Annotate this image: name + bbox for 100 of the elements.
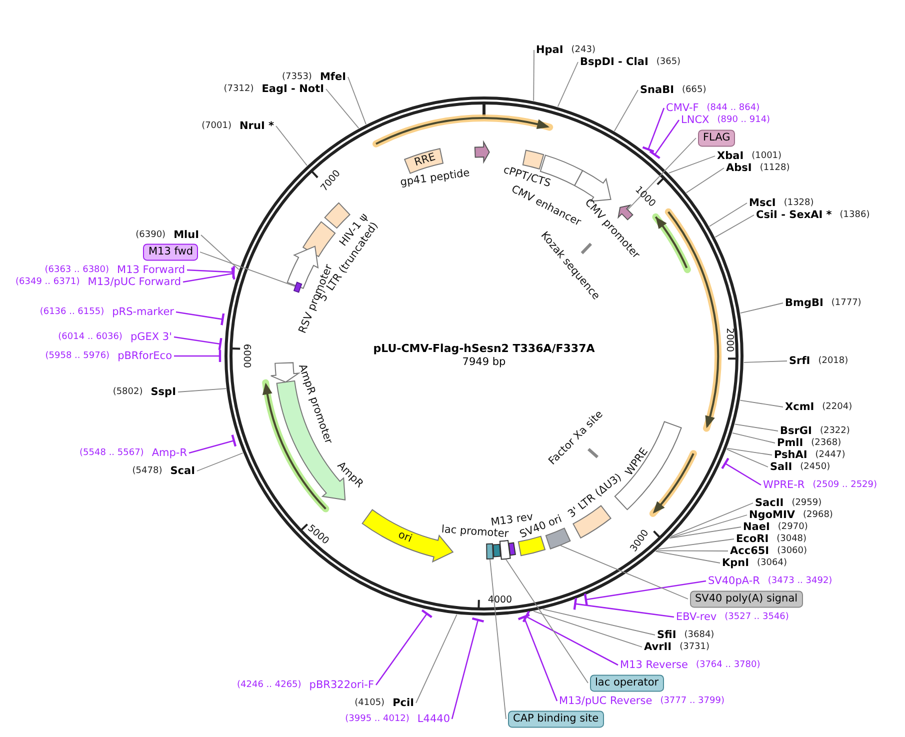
enzyme-name: NruI *	[240, 120, 274, 132]
cut-position: (2959)	[792, 498, 822, 508]
enzyme-name: PmlI	[777, 438, 804, 448]
cut-position: (2450)	[800, 462, 830, 472]
cut-position: (5478)	[132, 466, 162, 476]
cut-position: (3048)	[776, 534, 807, 544]
cut-position: (2368)	[811, 438, 842, 448]
primer-range: (5548 .. 5567)	[80, 448, 144, 458]
primer-range: (5958 .. 5976)	[45, 352, 110, 360]
primer-name: CMV-F	[666, 102, 699, 114]
leader-line	[573, 596, 674, 618]
enzyme-name: NaeI	[743, 522, 770, 532]
primer-range: (3777 .. 3799)	[660, 696, 724, 706]
leader-line	[669, 514, 748, 538]
primer-name: Amp-R	[152, 448, 187, 458]
primer-range: (6014 .. 6036)	[58, 332, 122, 342]
cut-position: (1777)	[831, 298, 862, 308]
primer-range: (3527 .. 3546)	[724, 612, 789, 622]
enzyme-name: MfeI	[320, 72, 346, 82]
cut-position: (3684)	[684, 630, 714, 640]
leader-line	[522, 610, 618, 666]
leader-line	[648, 120, 680, 160]
cut-position: (3064)	[757, 558, 787, 568]
leader-line	[375, 609, 433, 686]
leader-line	[743, 360, 788, 363]
leader-line	[196, 452, 244, 472]
cut-position: (2968)	[803, 510, 833, 520]
enzyme-name: SrfI	[789, 356, 810, 366]
cut-position: (2204)	[822, 402, 852, 412]
leader-line	[670, 502, 754, 538]
enzyme-name: AvrII	[644, 642, 672, 652]
enzyme-name: AbsI	[726, 162, 752, 174]
primer-name: pBR322ori-F	[309, 680, 374, 690]
cut-position: (1128)	[760, 164, 790, 172]
tick-label: 4000	[488, 595, 512, 605]
enzyme-name: PciI	[392, 698, 414, 708]
leader-line	[200, 234, 240, 270]
leader-line	[326, 88, 360, 129]
primer-range: (6136 .. 6155)	[40, 308, 104, 316]
cut-position: (1328)	[784, 198, 814, 208]
cut-position: (4105)	[354, 698, 385, 708]
map-title: pLU-CMV-Flag-hSesn2 T336A/F337A	[373, 343, 595, 354]
leader-line	[174, 348, 222, 364]
primer-range: (3764 .. 3780)	[696, 660, 760, 670]
cut-position: (2970)	[778, 522, 808, 532]
cut-position: (1001)	[752, 152, 782, 160]
leader-line	[642, 108, 665, 153]
feature-tag: SV40 poly(A) signal	[690, 590, 803, 608]
primer-range: (2509 .. 2529)	[812, 480, 878, 490]
cut-position: (3731)	[680, 642, 710, 652]
enzyme-name: SnaBI	[640, 84, 674, 96]
leader-line	[721, 457, 762, 486]
enzyme-name: MscI	[749, 198, 776, 208]
leader-line	[560, 545, 688, 600]
leader-line	[668, 156, 716, 174]
enzyme-name: MluI	[174, 230, 199, 240]
tick-label: 6000	[241, 344, 251, 368]
leader-line	[656, 550, 728, 552]
sequence-length: 7949 bp	[462, 357, 506, 368]
leader-line	[614, 90, 638, 132]
cut-position: (3060)	[777, 546, 808, 556]
cut-position: (2322)	[820, 426, 850, 436]
feature-label: gp41 peptide	[400, 168, 470, 188]
cut-position: (2018)	[818, 356, 848, 366]
leader-line	[708, 202, 748, 227]
feature-box	[486, 543, 494, 560]
leader-line	[714, 214, 754, 238]
cut-position: (665)	[682, 86, 706, 94]
enzyme-name: NgoMIV	[749, 510, 795, 520]
enzyme-name: EcoRI	[736, 534, 769, 544]
feature-label: ori	[396, 530, 414, 544]
enzyme-name: SspI	[150, 386, 176, 398]
cut-position: (7353)	[282, 72, 312, 82]
primer-name: M13/pUC Forward	[88, 276, 181, 288]
leader-line	[655, 550, 720, 564]
enzyme-name: EagI - NotI	[262, 84, 324, 94]
primer-range: (3995 .. 4012)	[345, 714, 410, 724]
feature-arrow	[618, 204, 634, 220]
leader-line	[584, 580, 706, 607]
enzyme-name: Acc65I	[730, 546, 770, 556]
leader-line	[658, 538, 734, 550]
cut-position: (2447)	[815, 450, 846, 460]
primer-range: (890 .. 914)	[717, 116, 770, 124]
enzyme-name: SalI	[770, 462, 792, 472]
feature-tag: FLAG	[698, 130, 736, 146]
primer-name: M13 Forward	[117, 264, 185, 276]
leader-line	[505, 558, 588, 684]
leader-line	[348, 76, 366, 125]
leader-line	[732, 432, 776, 444]
cut-position: (7001)	[202, 122, 232, 130]
enzyme-name: HpaI	[536, 44, 564, 56]
feature-tag: lac operator	[590, 674, 664, 692]
cut-position: (7312)	[224, 84, 254, 94]
feature-box	[294, 282, 302, 293]
leader-line	[533, 610, 642, 648]
enzyme-name: ScaI	[170, 466, 195, 476]
leader-line	[276, 126, 308, 166]
leader-line	[517, 614, 558, 702]
leader-line	[734, 424, 778, 432]
enzyme-name: PshAI	[774, 450, 808, 460]
